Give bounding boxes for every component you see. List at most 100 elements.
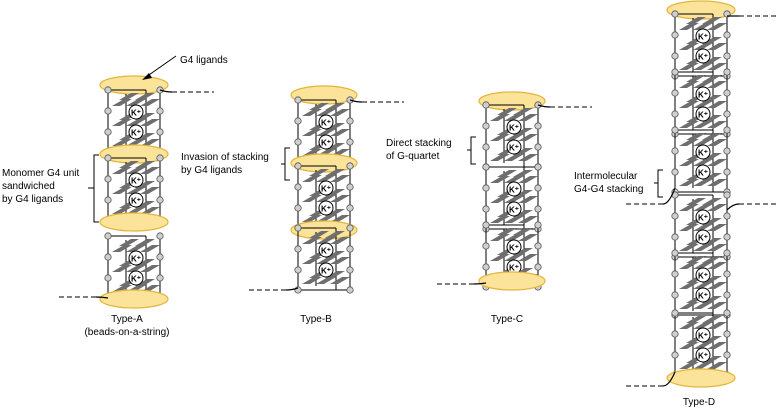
nucleotide-bead xyxy=(482,184,490,192)
g-quartet-plate xyxy=(504,216,524,223)
type-a-title: Type-A xyxy=(111,314,143,325)
nucleotide-bead xyxy=(346,183,354,191)
g-quartet-plate xyxy=(693,224,713,231)
potassium-ion xyxy=(318,200,334,216)
potassium-ion xyxy=(128,192,144,208)
nucleotide-bead xyxy=(104,232,112,240)
g-quartet-plate xyxy=(679,224,699,231)
potassium-ion xyxy=(506,201,522,217)
nucleotide-bead xyxy=(671,110,679,118)
nucleotide-bead xyxy=(294,117,302,125)
nucleotide-bead xyxy=(156,253,164,261)
g4-ligand xyxy=(99,289,169,309)
nucleotide-bead xyxy=(534,163,542,171)
strand-terminus xyxy=(246,287,299,291)
g-quartet-plate xyxy=(504,134,524,141)
potassium-ion xyxy=(695,327,711,343)
terminus-curve xyxy=(537,104,551,108)
g-quartet-plate xyxy=(490,196,510,203)
g-quartet-plate xyxy=(693,302,713,309)
potassium-label: K⁺ xyxy=(509,206,519,215)
g-quartet-plate xyxy=(693,342,713,349)
g-quartet-plate xyxy=(490,134,510,141)
g-quartet-plate xyxy=(707,43,727,50)
nucleotide-bead xyxy=(671,212,679,220)
g-quartet-plate xyxy=(707,342,727,349)
g-quartet-plate xyxy=(490,234,510,241)
g-quartet-plate xyxy=(309,169,329,176)
potassium-ion xyxy=(128,104,144,120)
g-quartet-plate xyxy=(490,114,510,121)
g4-unit: K⁺K⁺ xyxy=(671,191,731,261)
g-quartet-plate xyxy=(707,23,727,30)
potassium-ion xyxy=(695,144,711,160)
nucleotide-bead xyxy=(534,221,542,229)
potassium-label: K⁺ xyxy=(131,197,141,206)
nucleotide-bead xyxy=(534,184,542,192)
g-quartet-plate xyxy=(679,23,699,30)
g-quartet-plate xyxy=(518,216,538,223)
g-quartet-plate xyxy=(693,81,713,88)
potassium-label: K⁺ xyxy=(131,129,141,138)
g-quartet-plate xyxy=(135,239,155,246)
g-quartet-plate xyxy=(112,207,132,214)
g-quartet-plate xyxy=(330,257,350,264)
nucleotide-bead xyxy=(482,242,490,250)
g-quartet-plate xyxy=(679,282,699,289)
intermolecular-bracket xyxy=(657,169,663,198)
g-quartet-plate xyxy=(497,108,517,115)
potassium-ion xyxy=(695,287,711,303)
potassium-ion xyxy=(695,229,711,245)
g-quartet-plate xyxy=(679,262,699,269)
g-quartet-plate xyxy=(490,154,510,161)
potassium-label: K⁺ xyxy=(698,169,708,178)
terminus-curve xyxy=(285,287,299,291)
g-quartet-plate xyxy=(707,121,727,128)
potassium-label: K⁺ xyxy=(698,33,708,42)
nucleotide-bead xyxy=(156,196,164,204)
nucleotide-bead xyxy=(104,274,112,282)
nucleotide-bead xyxy=(482,221,490,229)
g-quartet-plate xyxy=(702,75,722,82)
nucleotide-bead xyxy=(534,122,542,130)
g-quartet-plate xyxy=(302,237,322,244)
strand-terminus xyxy=(537,104,592,108)
g-quartet-plate xyxy=(518,196,538,203)
g-quartet-plate xyxy=(504,254,524,261)
nucleotide-bead xyxy=(723,126,731,134)
g-quartet-plate xyxy=(140,99,160,106)
nucleotide-bead xyxy=(671,309,679,317)
g4-ligands-arrowhead xyxy=(142,73,152,80)
nucleotide-bead xyxy=(723,233,731,241)
nucleotide-bead xyxy=(671,52,679,60)
nucleotide-bead xyxy=(723,31,731,39)
potassium-ion xyxy=(695,106,711,122)
nucleotide-bead xyxy=(104,175,112,183)
g-quartet-plate xyxy=(518,234,538,241)
nucleotide-bead xyxy=(294,96,302,104)
g-quartet-plate xyxy=(302,175,322,182)
invasion-label-line2: by G4 ligands xyxy=(181,165,242,176)
g-quartet-plate xyxy=(490,176,510,183)
potassium-label: K⁺ xyxy=(698,91,708,100)
g-quartet-plate xyxy=(316,175,336,182)
potassium-label: K⁺ xyxy=(509,264,519,273)
g4-unit: K⁺K⁺ xyxy=(671,68,731,138)
g-quartet-plate xyxy=(513,228,533,235)
g-quartet-plate xyxy=(140,265,160,272)
terminus-curve xyxy=(662,187,676,205)
nucleotide-bead xyxy=(723,191,731,199)
nucleotide-bead xyxy=(346,117,354,125)
invasion-label-line1: Invasion of stacking xyxy=(181,152,269,163)
g-quartet-plate xyxy=(707,362,727,369)
nucleotide-bead xyxy=(346,138,354,146)
nucleotide-bead xyxy=(534,205,542,213)
nucleotide-bead xyxy=(723,52,731,60)
g-quartet-plate xyxy=(504,196,524,203)
nucleotide-bead xyxy=(671,147,679,155)
type-b-stack: K⁺K⁺K⁺K⁺K⁺K⁺ xyxy=(246,85,404,294)
nucleotide-bead xyxy=(723,309,731,317)
potassium-label: K⁺ xyxy=(698,149,708,158)
g-quartet-plate xyxy=(693,159,713,166)
nucleotide-bead xyxy=(294,224,302,232)
